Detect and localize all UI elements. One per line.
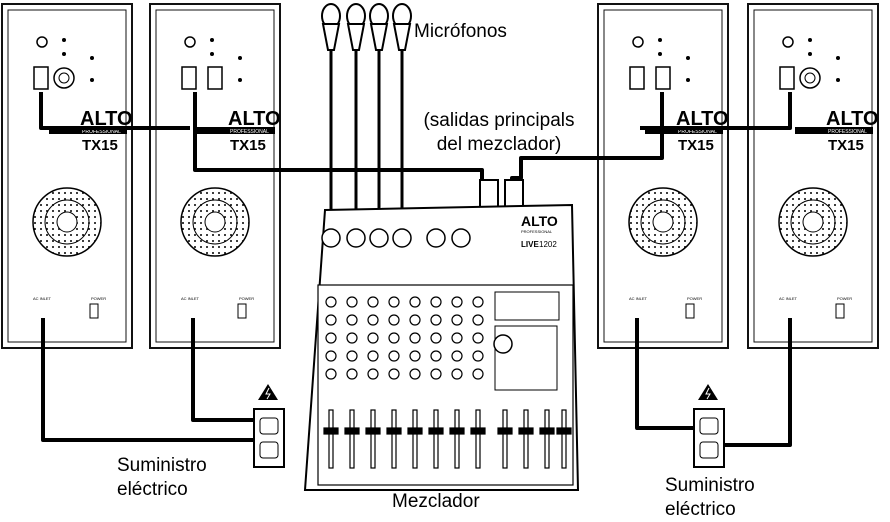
mixer-outputs-label-line1: (salidas principals — [423, 110, 575, 131]
power-supply-right-label: Suministro eléctrico — [665, 474, 755, 522]
svg-text:TX15: TX15 — [678, 137, 714, 154]
svg-text:POWER: POWER — [239, 296, 254, 301]
svg-text:PROFESSIONAL: PROFESSIONAL — [678, 129, 717, 135]
power-supply-left-label: Suministro eléctrico — [117, 454, 207, 502]
power-cables — [41, 318, 792, 447]
woofer-grille-icon — [32, 187, 102, 257]
svg-text:POWER: POWER — [687, 296, 702, 301]
mixer-label: Mezclador — [392, 491, 480, 512]
volume-knob-icon — [632, 36, 644, 48]
volume-knob-icon — [36, 36, 48, 48]
svg-text:AC INLET: AC INLET — [779, 296, 798, 301]
power-supply-left-line1: Suministro — [117, 455, 207, 476]
svg-text:PROFESSIONAL: PROFESSIONAL — [828, 129, 867, 135]
power-outlet-left-icon — [253, 384, 285, 468]
alto-logo-icon: ALTO PROFESSIONAL TX15 — [49, 108, 133, 154]
alto-logo-icon: ALTO PROFESSIONAL TX15 — [645, 108, 729, 154]
power-supply-left-line2: eléctrico — [117, 479, 188, 500]
power-outlet-right-icon — [693, 384, 725, 468]
woofer-grille-icon — [628, 187, 698, 257]
svg-text:TX15: TX15 — [230, 137, 266, 154]
microphones-label: Micrófonos — [414, 21, 507, 42]
svg-text:ALTO: ALTO — [676, 108, 729, 130]
mixer-device: ALTO PROFESSIONAL LIVE 1202 — [303, 203, 580, 491]
svg-text:PROFESSIONAL: PROFESSIONAL — [521, 229, 553, 234]
mixer-outputs-label-line2: del mezclador) — [436, 134, 562, 155]
svg-text:PROFESSIONAL: PROFESSIONAL — [82, 129, 121, 135]
woofer-grille-icon — [778, 187, 848, 257]
power-supply-right-line1: Suministro — [665, 475, 755, 496]
mic-cables — [329, 50, 404, 210]
svg-text:TX15: TX15 — [828, 137, 864, 154]
svg-text:ALTO: ALTO — [80, 108, 133, 130]
svg-text:PROFESSIONAL: PROFESSIONAL — [230, 129, 269, 135]
mixer-eq-panel — [493, 291, 560, 391]
svg-text:ALTO: ALTO — [521, 213, 558, 229]
svg-text:TX15: TX15 — [82, 137, 118, 154]
alto-logo-icon: ALTO PROFESSIONAL TX15 — [197, 108, 281, 154]
mixer-outputs-label: (salidas principals del mezclador) — [406, 109, 592, 157]
svg-text:LIVE: LIVE — [521, 240, 539, 249]
svg-text:POWER: POWER — [91, 296, 106, 301]
svg-text:AC INLET: AC INLET — [181, 296, 200, 301]
microphones-icon — [321, 3, 412, 51]
alto-logo-icon: ALTO PROFESSIONAL TX15 — [795, 108, 879, 154]
alto-logo-icon: ALTO PROFESSIONAL LIVE 1202 — [521, 213, 558, 249]
svg-text:POWER: POWER — [837, 296, 852, 301]
speaker-right-inner: ALTO PROFESSIONAL TX15 AC INLET POWER — [597, 3, 729, 349]
xlr-input-icon — [53, 67, 75, 89]
svg-text:ALTO: ALTO — [228, 108, 281, 130]
speaker-right-outer: ALTO PROFESSIONAL TX15 AC INLET POWER — [747, 3, 879, 349]
svg-text:1202: 1202 — [539, 240, 557, 249]
speaker-left-inner: ALTO PROFESSIONAL TX15 AC INLET POWER — [149, 3, 281, 349]
mixer-knobs — [325, 296, 484, 380]
xlr-input-icon — [799, 67, 821, 89]
volume-knob-icon — [782, 36, 794, 48]
power-supply-right-line2: eléctrico — [665, 499, 736, 520]
svg-text:ALTO: ALTO — [826, 108, 879, 130]
svg-text:AC INLET: AC INLET — [33, 296, 52, 301]
woofer-grille-icon — [180, 187, 250, 257]
mixer-xlr-inputs — [321, 228, 471, 248]
svg-text:AC INLET: AC INLET — [629, 296, 648, 301]
volume-knob-icon — [184, 36, 196, 48]
mixer-faders — [323, 409, 572, 469]
speaker-left-outer: ALTO PROFESSIONAL TX15 AC INLET POWER — [1, 3, 133, 349]
